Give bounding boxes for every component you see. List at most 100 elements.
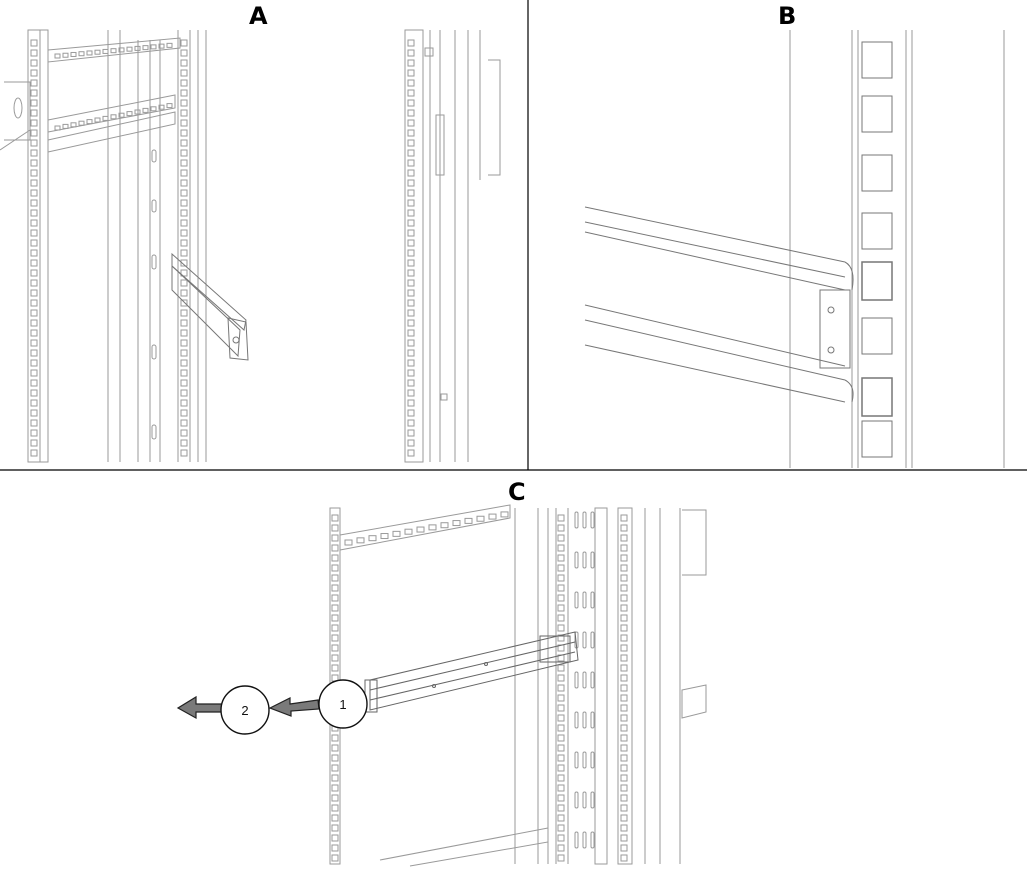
vent-slot (574, 551, 579, 569)
rack-hole (30, 419, 38, 427)
rack-hole (30, 209, 38, 217)
beam-hole (440, 522, 449, 529)
rack-hole (407, 369, 415, 377)
rack-hole (180, 449, 188, 457)
beam-hole (94, 117, 101, 123)
rack-hole (407, 239, 415, 247)
beam-hole (62, 123, 69, 129)
rack-hole (30, 289, 38, 297)
rack-hole (331, 754, 339, 762)
rack-hole (407, 349, 415, 357)
rack-hole (557, 604, 565, 612)
vent-slot (574, 831, 579, 849)
rack-hole (407, 79, 415, 87)
rack-hole (30, 149, 38, 157)
rack-hole (180, 249, 188, 257)
rack-hole (407, 359, 415, 367)
rack-hole (30, 129, 38, 137)
beam-hole (428, 524, 437, 531)
beam-hole (368, 535, 377, 542)
rack-hole (30, 239, 38, 247)
beam-hole (476, 515, 485, 522)
vent-slot (582, 711, 587, 729)
rack-hole (557, 854, 565, 862)
rack-hole (30, 219, 38, 227)
rack-hole (30, 139, 38, 147)
vent-slot (574, 591, 579, 609)
panel-c-right-post-holes (620, 514, 628, 862)
rack-hole (620, 544, 628, 552)
rack-hole (30, 299, 38, 307)
rack-hole (30, 169, 38, 177)
rack-hole (331, 784, 339, 792)
rack-hole (557, 554, 565, 562)
rack-hole (620, 704, 628, 712)
rack-hole (620, 664, 628, 672)
rack-hole (180, 129, 188, 137)
rack-hole (180, 419, 188, 427)
rack-hole (331, 834, 339, 842)
rack-hole (557, 834, 565, 842)
rack-hole (180, 429, 188, 437)
rack-hole (407, 419, 415, 427)
beam-hole (464, 517, 473, 524)
vent-slot (574, 791, 579, 809)
beam-hole (110, 48, 117, 54)
rack-hole (331, 794, 339, 802)
rack-hole (180, 349, 188, 357)
beam-hole (166, 103, 173, 109)
rack-hole (407, 279, 415, 287)
rack-hole (620, 834, 628, 842)
rack-hole (407, 59, 415, 67)
rack-hole (620, 744, 628, 752)
rack-hole (557, 804, 565, 812)
rack-hole (331, 764, 339, 772)
rack-hole (180, 169, 188, 177)
rack-hole (331, 554, 339, 562)
rack-hole (407, 409, 415, 417)
rack-hole (407, 159, 415, 167)
rack-hole (407, 69, 415, 77)
rack-hole (407, 339, 415, 347)
rack-hole (180, 379, 188, 387)
rack-hole (557, 814, 565, 822)
rack-hole (30, 199, 38, 207)
rack-hole (620, 564, 628, 572)
rack-hole (557, 794, 565, 802)
panel-b-rail (584, 206, 854, 403)
rack-hole (620, 694, 628, 702)
rack-hole (407, 379, 415, 387)
rack-hole (407, 269, 415, 277)
rack-hole (30, 279, 38, 287)
rack-hole (407, 199, 415, 207)
rack-hole (30, 349, 38, 357)
vent-slot (590, 711, 595, 729)
beam-hole (118, 112, 125, 118)
rack-hole (180, 339, 188, 347)
rack-hole (180, 359, 188, 367)
panel-a-right-post-holes (407, 39, 415, 457)
rack-hole (30, 49, 38, 57)
rack-hole (30, 389, 38, 397)
rack-hole (331, 854, 339, 862)
rack-hole (30, 159, 38, 167)
vent-slot (590, 751, 595, 769)
rack-hole (407, 389, 415, 397)
rack-hole (180, 119, 188, 127)
rack-hole (407, 289, 415, 297)
panel-b-label: B (778, 2, 797, 30)
rack-hole (180, 69, 188, 77)
beam-hole (62, 52, 69, 58)
rack-hole (331, 824, 339, 832)
rack-hole (620, 674, 628, 682)
callout-arrow-1 (268, 697, 320, 717)
rack-hole (30, 429, 38, 437)
rack-hole (331, 844, 339, 852)
rack-hole (30, 339, 38, 347)
rack-hole (331, 744, 339, 752)
rack-hole (557, 704, 565, 712)
rack-hole (557, 764, 565, 772)
panel-c-beam-holes (344, 511, 509, 546)
panel-a-beam-holes (54, 42, 173, 131)
rack-hole (620, 624, 628, 632)
